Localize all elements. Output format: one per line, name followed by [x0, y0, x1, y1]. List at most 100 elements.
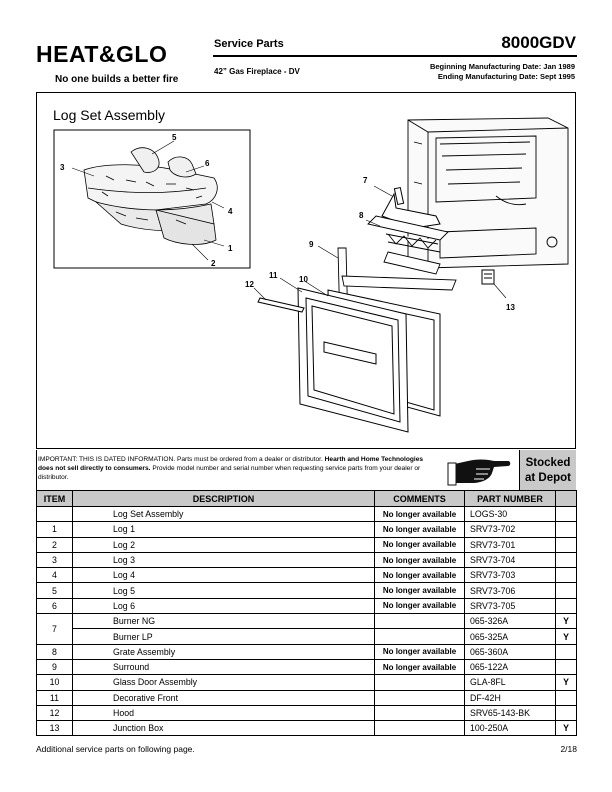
- leader-lines: [71, 140, 507, 301]
- callout-1: 1: [228, 244, 233, 253]
- cell-comments: No longer available: [374, 658, 465, 676]
- log-set-inset-frame: [53, 129, 251, 269]
- cell-comments: [374, 720, 465, 737]
- cell-stocked: [555, 505, 577, 523]
- cell-comments: [374, 674, 465, 691]
- model-number: 8000GDV: [501, 33, 576, 52]
- cell-stocked: [555, 704, 577, 722]
- cell-item: 4: [36, 567, 73, 584]
- cell-description: Log 2: [72, 536, 375, 553]
- callout-9: 9: [309, 240, 314, 249]
- brand-tagline: No one builds a better fire: [55, 74, 179, 85]
- cell-part-number: SRV73-704: [464, 551, 556, 569]
- cell-comments: [374, 704, 465, 722]
- header-rule: [213, 55, 577, 57]
- cell-item: [36, 505, 73, 523]
- cell-part-number: SRV65-143-BK: [464, 704, 556, 722]
- cell-part-number: SRV73-706: [464, 582, 556, 599]
- diagram-title: Log Set Assembly: [53, 107, 166, 123]
- cell-item: 2: [36, 536, 73, 553]
- cell-description: Log 5: [72, 582, 375, 599]
- cell-part-number: SRV73-701: [464, 536, 556, 553]
- burner-drawing: [381, 186, 441, 229]
- cell-stocked: Y: [555, 628, 577, 645]
- callout-3: 3: [60, 163, 65, 172]
- cell-item: 13: [36, 720, 73, 737]
- cell-comments: No longer available: [374, 643, 465, 660]
- callout-11: 11: [269, 271, 278, 280]
- cell-item: 7: [36, 613, 73, 645]
- cell-comments: No longer available: [374, 505, 465, 523]
- callout-4: 4: [228, 207, 233, 216]
- cell-part-number: SRV73-702: [464, 521, 556, 538]
- cell-description: Log 6: [72, 597, 375, 615]
- cell-stocked: [555, 643, 577, 660]
- cell-stocked: Y: [555, 720, 577, 737]
- cell-comments: [374, 628, 465, 645]
- cell-comments: No longer available: [374, 521, 465, 538]
- cell-description: Glass Door Assembly: [72, 674, 375, 691]
- notice-lead: IMPORTANT: THIS IS DATED INFORMATION. Pa…: [38, 456, 325, 463]
- cell-part-number: 065-326A: [464, 613, 556, 630]
- cell-description: Surround: [72, 658, 375, 676]
- cell-comments: No longer available: [374, 536, 465, 553]
- header-stocked-spacer: [555, 490, 577, 507]
- callout-2: 2: [211, 259, 216, 268]
- grate-drawing: [367, 215, 449, 275]
- callout-6: 6: [205, 159, 210, 168]
- notice-tail: Provide model number and serial number w…: [38, 465, 421, 481]
- decorative-front-drawing: [297, 287, 409, 433]
- cell-part-number: SRV73-703: [464, 567, 556, 584]
- cell-description: Log 3: [72, 551, 375, 569]
- cell-comments: [374, 613, 465, 630]
- cell-stocked: Y: [555, 674, 577, 691]
- cell-part-number: 100-250A: [464, 720, 556, 737]
- cell-stocked: [555, 551, 577, 569]
- cell-item: 5: [36, 582, 73, 599]
- cell-stocked: [555, 567, 577, 584]
- beginning-mfg-date: Beginning Manufacturing Date: Jan 1989: [429, 62, 575, 71]
- cell-stocked: [555, 658, 577, 676]
- log-set-drawing: [83, 147, 218, 245]
- cell-part-number: 065-122A: [464, 658, 556, 676]
- cell-description: Hood: [72, 704, 375, 722]
- brand-logo: HEAT&GLO: [36, 41, 168, 67]
- callout-12: 12: [245, 280, 254, 289]
- cell-item: 8: [36, 643, 73, 660]
- cell-part-number: 065-360A: [464, 643, 556, 660]
- section-title: Service Parts: [214, 38, 284, 50]
- header-comments: COMMENTS: [374, 490, 465, 507]
- cell-description: Log 4: [72, 567, 375, 584]
- cell-part-number: LOGS-30: [464, 505, 556, 523]
- header-item: ITEM: [36, 490, 73, 507]
- callout-8: 8: [359, 211, 364, 220]
- cell-description: Log Set Assembly: [72, 505, 375, 523]
- firebox-drawing: [407, 117, 569, 269]
- ending-mfg-date: Ending Manufacturing Date: Sept 1995: [437, 72, 575, 81]
- cell-part-number: DF-42H: [464, 689, 556, 706]
- cell-description: Burner LP: [72, 628, 375, 645]
- hood-drawing: [257, 297, 305, 313]
- cell-part-number: GLA-8FL: [464, 674, 556, 691]
- cell-comments: No longer available: [374, 582, 465, 599]
- callout-7: 7: [363, 176, 368, 185]
- cell-comments: No longer available: [374, 567, 465, 584]
- header-description: DESCRIPTION: [72, 490, 375, 507]
- cell-part-number: SRV73-705: [464, 597, 556, 615]
- cell-item: 9: [36, 658, 73, 676]
- cell-description: Junction Box: [72, 720, 375, 737]
- cell-item: 11: [36, 689, 73, 706]
- cell-comments: No longer available: [374, 551, 465, 569]
- callout-13: 13: [506, 303, 515, 312]
- cell-description: Log 1: [72, 521, 375, 538]
